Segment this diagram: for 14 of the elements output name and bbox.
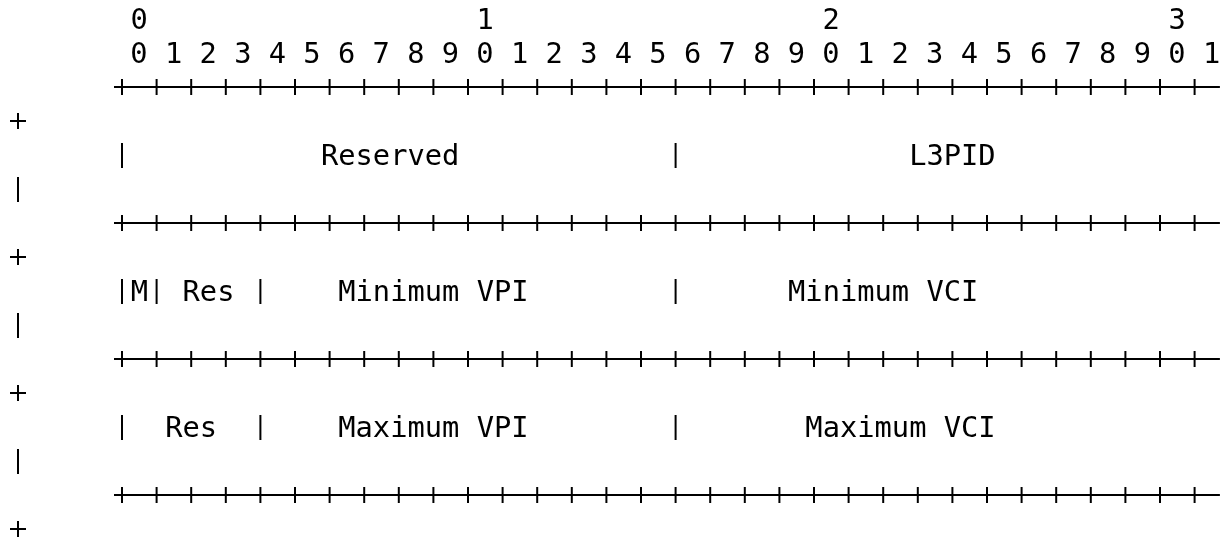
field-label: Maximum VCI — [805, 410, 996, 444]
field-label: L3PID — [909, 138, 996, 172]
field-label: Minimum VCI — [788, 274, 979, 308]
field-label: Res — [182, 274, 235, 308]
bit-index-label: 3 — [1168, 2, 1186, 36]
field-label: Minimum VPI — [338, 274, 529, 308]
field-label: Res — [165, 410, 218, 444]
bit-numbers: 0 1 2 3 4 5 6 7 8 9 0 1 2 3 4 5 6 7 8 9 0 1 2 3 4 5 6 7 8 9 0 1 — [130, 36, 1221, 70]
bit-index-label: 0 — [130, 2, 148, 36]
bit-index-label: 2 — [822, 2, 840, 36]
field-label: Maximum VPI — [338, 410, 529, 444]
field-label: M — [130, 274, 148, 308]
field-label: Reserved — [320, 138, 460, 172]
bit-index-label: 1 — [476, 2, 494, 36]
